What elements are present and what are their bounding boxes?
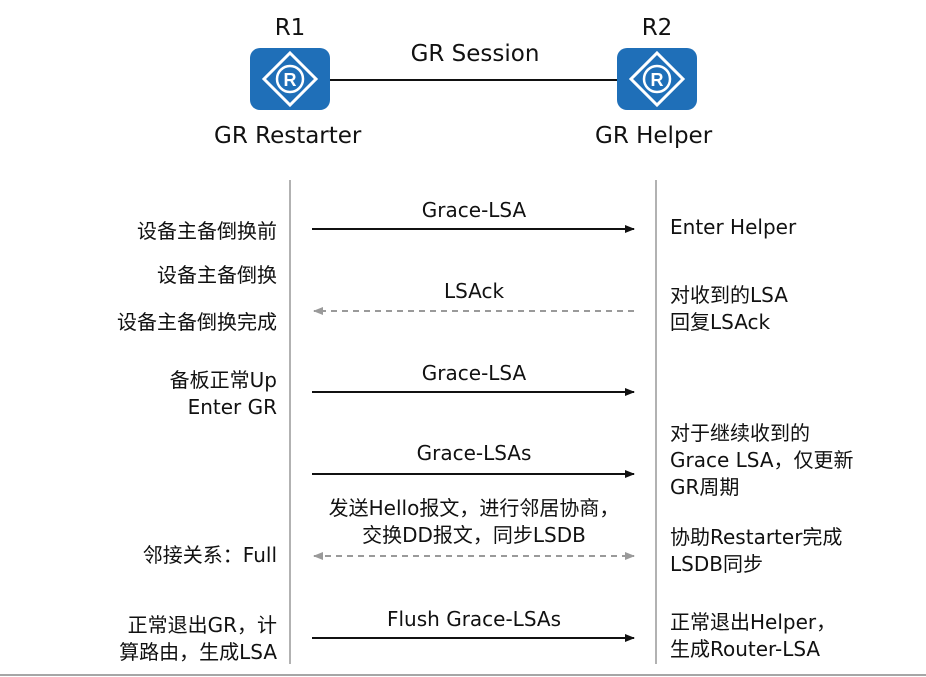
restarter-note: 邻接关系：Full: [40, 542, 277, 569]
message-label-line: 发送Hello报文，进行邻居协商，: [328, 496, 620, 520]
helper-note-line: 协助Restarter完成: [670, 525, 843, 549]
restarter-note-line: 备板正常Up: [169, 368, 277, 392]
message-label: Flush Grace-LSAs: [387, 607, 561, 631]
helper-note-line: 对收到的LSA: [670, 283, 788, 307]
r1-name: R1: [274, 15, 306, 41]
router-r2-icon: R: [617, 48, 697, 110]
helper-note: 对收到的LSA 回复LSAck: [670, 282, 920, 336]
restarter-note: 设备主备倒换: [40, 262, 277, 289]
helper-note-line: 正常退出Helper，: [670, 610, 837, 634]
restarter-note: 正常退出GR，计 算路由，生成LSA: [40, 612, 277, 666]
router-r1-icon: R: [250, 48, 330, 110]
helper-note-line: GR周期: [670, 475, 740, 499]
restarter-note-line: 正常退出GR，计: [127, 613, 277, 637]
message-label: Grace-LSA: [421, 361, 527, 385]
svg-text:R: R: [284, 70, 297, 90]
restarter-note: 备板正常Up Enter GR: [40, 367, 277, 421]
restarter-note-line: 设备主备倒换: [157, 263, 277, 287]
message-label-line: 交换DD报文，同步LSDB: [362, 523, 586, 547]
helper-note: 协助Restarter完成 LSDB同步: [670, 524, 920, 578]
svg-text:R: R: [651, 70, 664, 90]
restarter-note-line: 设备主备倒换前: [137, 219, 277, 243]
helper-note: 对于继续收到的 Grace LSA，仅更新 GR周期: [670, 420, 920, 501]
helper-note: 正常退出Helper， 生成Router-LSA: [670, 609, 920, 663]
gr-session-label: GR Session: [410, 41, 540, 67]
message-label: LSAck: [443, 279, 505, 303]
r1-role-label: GR Restarter: [214, 123, 362, 149]
helper-note-line: Enter Helper: [670, 215, 797, 239]
message-label: Grace-LSA: [421, 198, 527, 222]
helper-note-line: Grace LSA，仅更新: [670, 448, 854, 472]
helper-note-line: 回复LSAck: [670, 310, 771, 334]
message-label-hello-dd: 发送Hello报文，进行邻居协商， 交换DD报文，同步LSDB: [306, 495, 642, 549]
helper-note: Enter Helper: [670, 214, 920, 241]
restarter-note: 设备主备倒换完成: [40, 309, 277, 336]
r2-name: R2: [641, 15, 673, 41]
restarter-note: 设备主备倒换前: [40, 218, 277, 245]
r2-role-label: GR Helper: [595, 123, 713, 149]
helper-note-line: LSDB同步: [670, 552, 763, 576]
helper-note-line: 生成Router-LSA: [670, 637, 821, 661]
message-label: Grace-LSAs: [416, 441, 532, 465]
restarter-note-line: 算路由，生成LSA: [119, 640, 277, 664]
restarter-note-line: 设备主备倒换完成: [117, 310, 277, 334]
helper-note-line: 对于继续收到的: [670, 421, 810, 445]
restarter-note-line: 邻接关系：Full: [142, 543, 277, 567]
restarter-note-line: Enter GR: [187, 395, 277, 419]
